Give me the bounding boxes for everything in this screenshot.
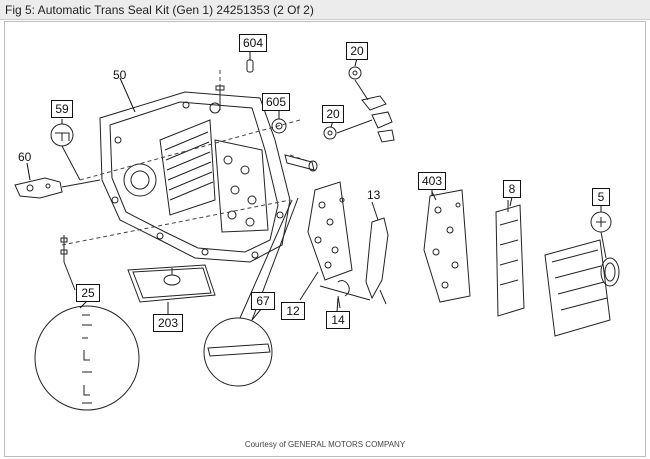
figure-title: Fig 5: Automatic Trans Seal Kit (Gen 1) … <box>5 3 314 17</box>
callout-604: 604 <box>239 34 267 52</box>
part-20-oring-b <box>323 126 337 140</box>
callout-203: 203 <box>153 314 183 332</box>
callout-60: 60 <box>18 150 32 164</box>
part-403-plate <box>423 189 471 303</box>
part-67-group <box>203 197 299 387</box>
title-bar: Fig 5: Automatic Trans Seal Kit (Gen 1) … <box>0 0 650 20</box>
part-60-bracket <box>14 177 63 199</box>
callout-20-top: 20 <box>346 42 368 60</box>
transmission-case-drawing <box>99 91 291 263</box>
callout-403: 403 <box>418 172 446 190</box>
leader-lines <box>26 52 602 321</box>
callout-20-lower: 20 <box>322 105 344 123</box>
callout-67: 67 <box>251 292 275 310</box>
callout-5: 5 <box>592 188 610 206</box>
callout-25: 25 <box>76 284 100 302</box>
part-25-group <box>34 235 140 411</box>
part-604-plug <box>246 59 254 73</box>
callout-13: 13 <box>367 188 381 202</box>
part-20-oring-a <box>348 66 362 80</box>
figure-frame <box>4 21 646 457</box>
part-12-plate <box>299 181 353 301</box>
part-13-shaft <box>365 201 389 305</box>
credit-line: Courtesy of GENERAL MOTORS COMPANY <box>244 440 406 449</box>
callout-14: 14 <box>326 311 350 329</box>
callout-8: 8 <box>503 180 521 198</box>
callout-59: 59 <box>51 100 73 118</box>
part-8-plate <box>495 200 525 317</box>
part-605-tube <box>284 154 315 171</box>
part-14-clip <box>337 280 350 297</box>
part-203-filter <box>127 264 216 303</box>
part-5-valve-body <box>544 211 620 337</box>
callout-50: 50 <box>113 68 127 82</box>
callout-605: 605 <box>262 93 290 111</box>
callout-12: 12 <box>281 302 305 320</box>
